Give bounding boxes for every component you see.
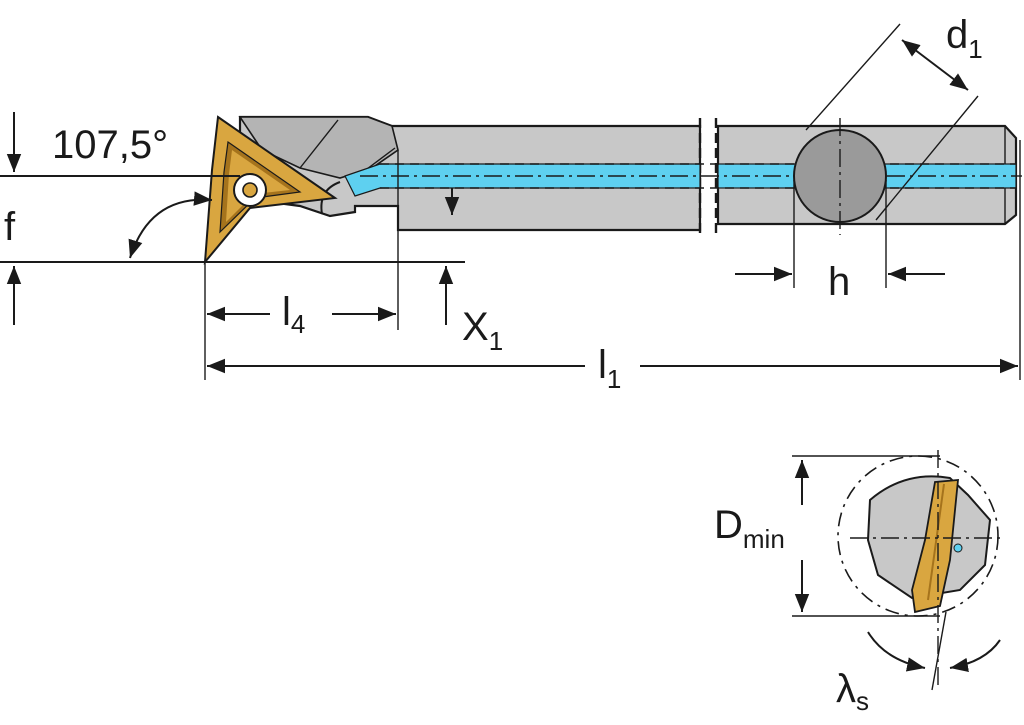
insert <box>203 115 338 266</box>
lambda-label: λs <box>836 667 869 716</box>
l4-label: l4 <box>282 290 305 339</box>
angle-label: 107,5° <box>52 123 168 167</box>
end-view: Dmin λs <box>714 450 1005 716</box>
l1-label: l1 <box>598 343 621 394</box>
h-label: h <box>828 260 850 304</box>
lambda-arc-left <box>867 631 926 672</box>
end-view-coolant <box>953 543 963 553</box>
tool-side-view <box>203 115 1022 266</box>
d1-arrow <box>901 39 969 91</box>
lambda-line <box>931 611 947 691</box>
d1-ext-1 <box>805 23 901 131</box>
d1-ext-2 <box>875 95 979 221</box>
end-view-insert-line <box>927 483 945 601</box>
f-label: f <box>4 205 16 249</box>
dmin-label: Dmin <box>714 503 785 554</box>
dimensions: f 107,5° l4 X1 l1 h <box>0 13 1021 394</box>
head-facet-line <box>299 119 339 169</box>
d1-label: d1 <box>946 13 983 64</box>
lambda-arc-right <box>949 639 1001 673</box>
x1-label: X1 <box>462 305 503 356</box>
angle-arc <box>128 191 213 259</box>
